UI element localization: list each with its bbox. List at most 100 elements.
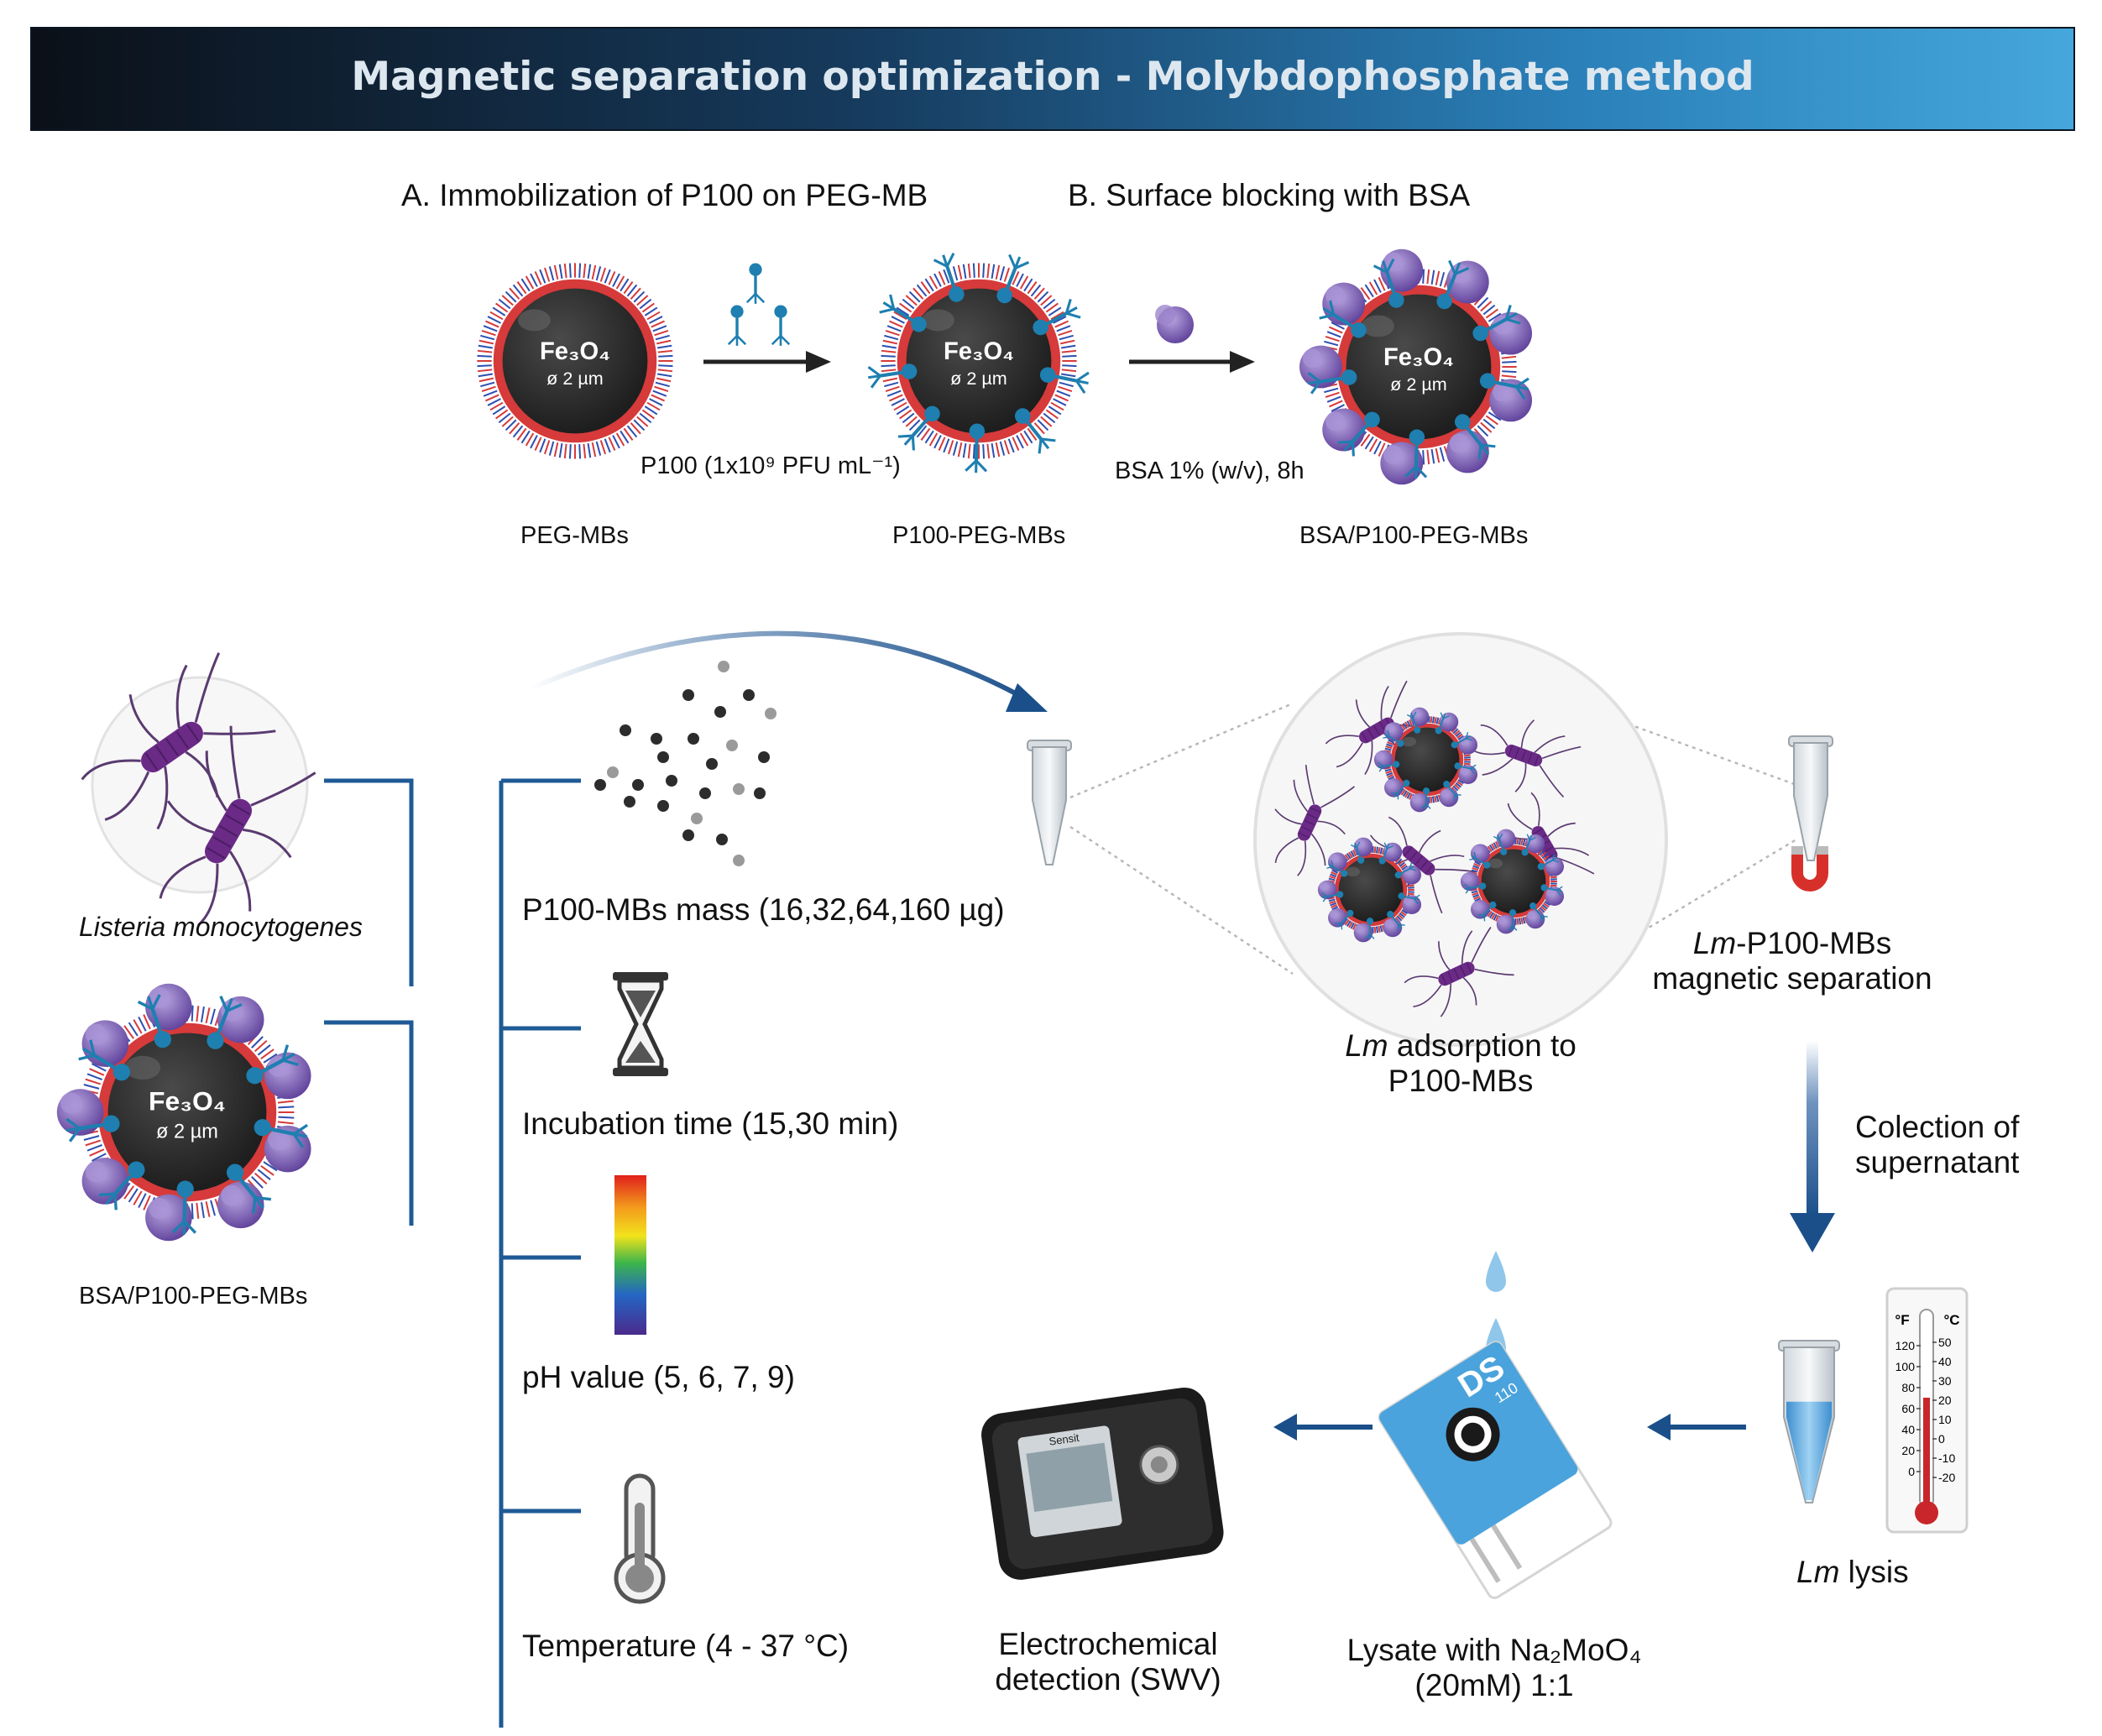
adsorption-line2: P100-MBs — [1388, 1064, 1534, 1098]
phage-icon — [1479, 373, 1529, 400]
bead-size: ø 2 µm — [156, 1122, 218, 1143]
phage-icon — [1033, 299, 1081, 336]
p100-peg-mbs-label: P100-PEG-MBs — [892, 522, 1066, 549]
particle-dot — [682, 689, 694, 701]
adsorption-lm: Lm — [1345, 1028, 1388, 1063]
bsa-protein-icon — [56, 1089, 104, 1136]
bsa-protein-icon — [264, 1052, 311, 1100]
detection-label: Electrochemical detection (SWV) — [949, 1627, 1268, 1697]
adsorption-zoom-circle — [1253, 632, 1668, 1047]
bsa-protein-icon — [1470, 900, 1490, 919]
title-banner: Magnetic separation optimization - Molyb… — [30, 27, 2075, 131]
input-bead-label: BSA/P100-PEG-MBs — [79, 1283, 308, 1310]
bsa-protein-icon — [1458, 765, 1478, 785]
bead-size: ø 2 µm — [950, 368, 1007, 389]
phage-icon — [1472, 305, 1521, 342]
phage-icon — [1435, 712, 1450, 735]
phage-icon — [78, 1039, 130, 1081]
bead-formula: Fe₃O₄ — [1383, 344, 1454, 371]
particle-dot — [758, 751, 770, 763]
supernatant-label: Colection of supernatant — [1855, 1110, 2019, 1180]
phage-icon — [996, 254, 1030, 304]
fahrenheit-tick: 120 — [1895, 1339, 1916, 1352]
phage-icon — [1477, 901, 1497, 922]
phage-icon — [1394, 862, 1417, 879]
detection-line2: detection (SWV) — [995, 1662, 1221, 1697]
phage-icon — [226, 1163, 272, 1214]
lysis-lm: Lm — [1796, 1555, 1840, 1589]
particle-dot — [666, 775, 677, 787]
reaction-arrow-a — [703, 351, 831, 373]
particle-dot — [651, 733, 662, 745]
bsa-protein-icon — [1322, 282, 1366, 326]
parameter-bracket — [324, 778, 581, 1728]
phage-icon — [867, 363, 918, 389]
screen-printed-electrode: DS 110 — [1378, 1341, 1613, 1599]
bsa-protein-icon — [1460, 871, 1480, 892]
celsius-tick: -20 — [1938, 1471, 1955, 1484]
ph-scale-bar — [614, 1175, 646, 1335]
lysis-tube — [1778, 1340, 1840, 1503]
particle-dot — [699, 787, 711, 799]
lysis-rest: lysis — [1839, 1555, 1909, 1589]
bsa-protein-icon — [1373, 750, 1393, 770]
phage-icon — [771, 305, 791, 346]
phage-icon — [1387, 911, 1405, 932]
particle-dot — [691, 813, 703, 824]
p100-condition: P100 (1x10⁹ PFU mL⁻¹) — [641, 452, 901, 479]
particle-dot — [624, 796, 635, 808]
particle-dot — [743, 689, 755, 701]
bsa-protein-icon — [1439, 787, 1459, 808]
step-b-heading: B. Surface blocking with BSA — [1068, 178, 1471, 212]
phage-icon — [1464, 882, 1487, 894]
phage-icon — [1493, 833, 1508, 855]
particle-dot — [632, 779, 644, 791]
step-a-heading: A. Immobilization of P100 on PEG-MB — [401, 178, 928, 212]
bead-size: ø 2 µm — [1390, 374, 1447, 395]
phage-icon — [246, 1044, 299, 1085]
phage-icon — [965, 423, 988, 473]
device-brand: Sensit — [1048, 1431, 1080, 1448]
bsa-protein-icon — [1496, 914, 1516, 934]
particle-dot — [716, 834, 728, 845]
phage-icon — [1014, 408, 1056, 454]
celsius-tick: 50 — [1938, 1336, 1952, 1349]
bsa-protein-icon — [1383, 918, 1403, 938]
bsa-protein-icon — [1317, 880, 1337, 900]
free-phage-icons — [727, 263, 791, 346]
phage-icon — [1529, 902, 1548, 923]
fahrenheit-tick: 60 — [1901, 1402, 1915, 1415]
param-temp-label: Temperature (4 - 37 °C) — [522, 1629, 850, 1663]
zoom-bead-3 — [1460, 829, 1565, 934]
celsius-tick: 10 — [1938, 1413, 1952, 1426]
bsa-protein-icon — [1409, 792, 1430, 813]
phage-icon — [1326, 860, 1348, 877]
particle-dot — [682, 829, 694, 841]
param-ph-label: pH value (5, 6, 7, 9) — [522, 1360, 795, 1394]
phage-icon — [171, 1180, 197, 1235]
phage-icon — [1378, 761, 1400, 772]
particle-dot — [620, 724, 631, 736]
bsa-protein-icon — [217, 1181, 264, 1229]
detection-line1: Electrochemical — [998, 1627, 1218, 1661]
particle-dot — [594, 779, 606, 791]
particle-dot — [765, 708, 776, 719]
hourglass-icon — [613, 972, 668, 1076]
phage-icon — [1398, 892, 1420, 905]
bsa-protein-icon — [1525, 909, 1545, 929]
bsa-protein-icon — [1380, 442, 1424, 485]
particle-dot — [607, 766, 619, 778]
phage-icon — [1364, 918, 1375, 940]
param-mass-label: P100-MBs mass (16,32,64,160 µg) — [522, 892, 1005, 927]
bead-size: ø 2 µm — [546, 368, 604, 389]
phage-icon — [1383, 729, 1404, 747]
listeria-label: Listeria monocytogenes — [79, 912, 363, 942]
particle-dot — [733, 855, 745, 866]
bsa-protein-icon — [1402, 865, 1422, 885]
phage-icon — [1469, 851, 1491, 869]
celsius-tick: 0 — [1938, 1432, 1945, 1446]
phage-icon — [1521, 834, 1536, 856]
bsa-protein-icon — [1299, 345, 1342, 389]
magnet-icon — [1791, 846, 1828, 892]
